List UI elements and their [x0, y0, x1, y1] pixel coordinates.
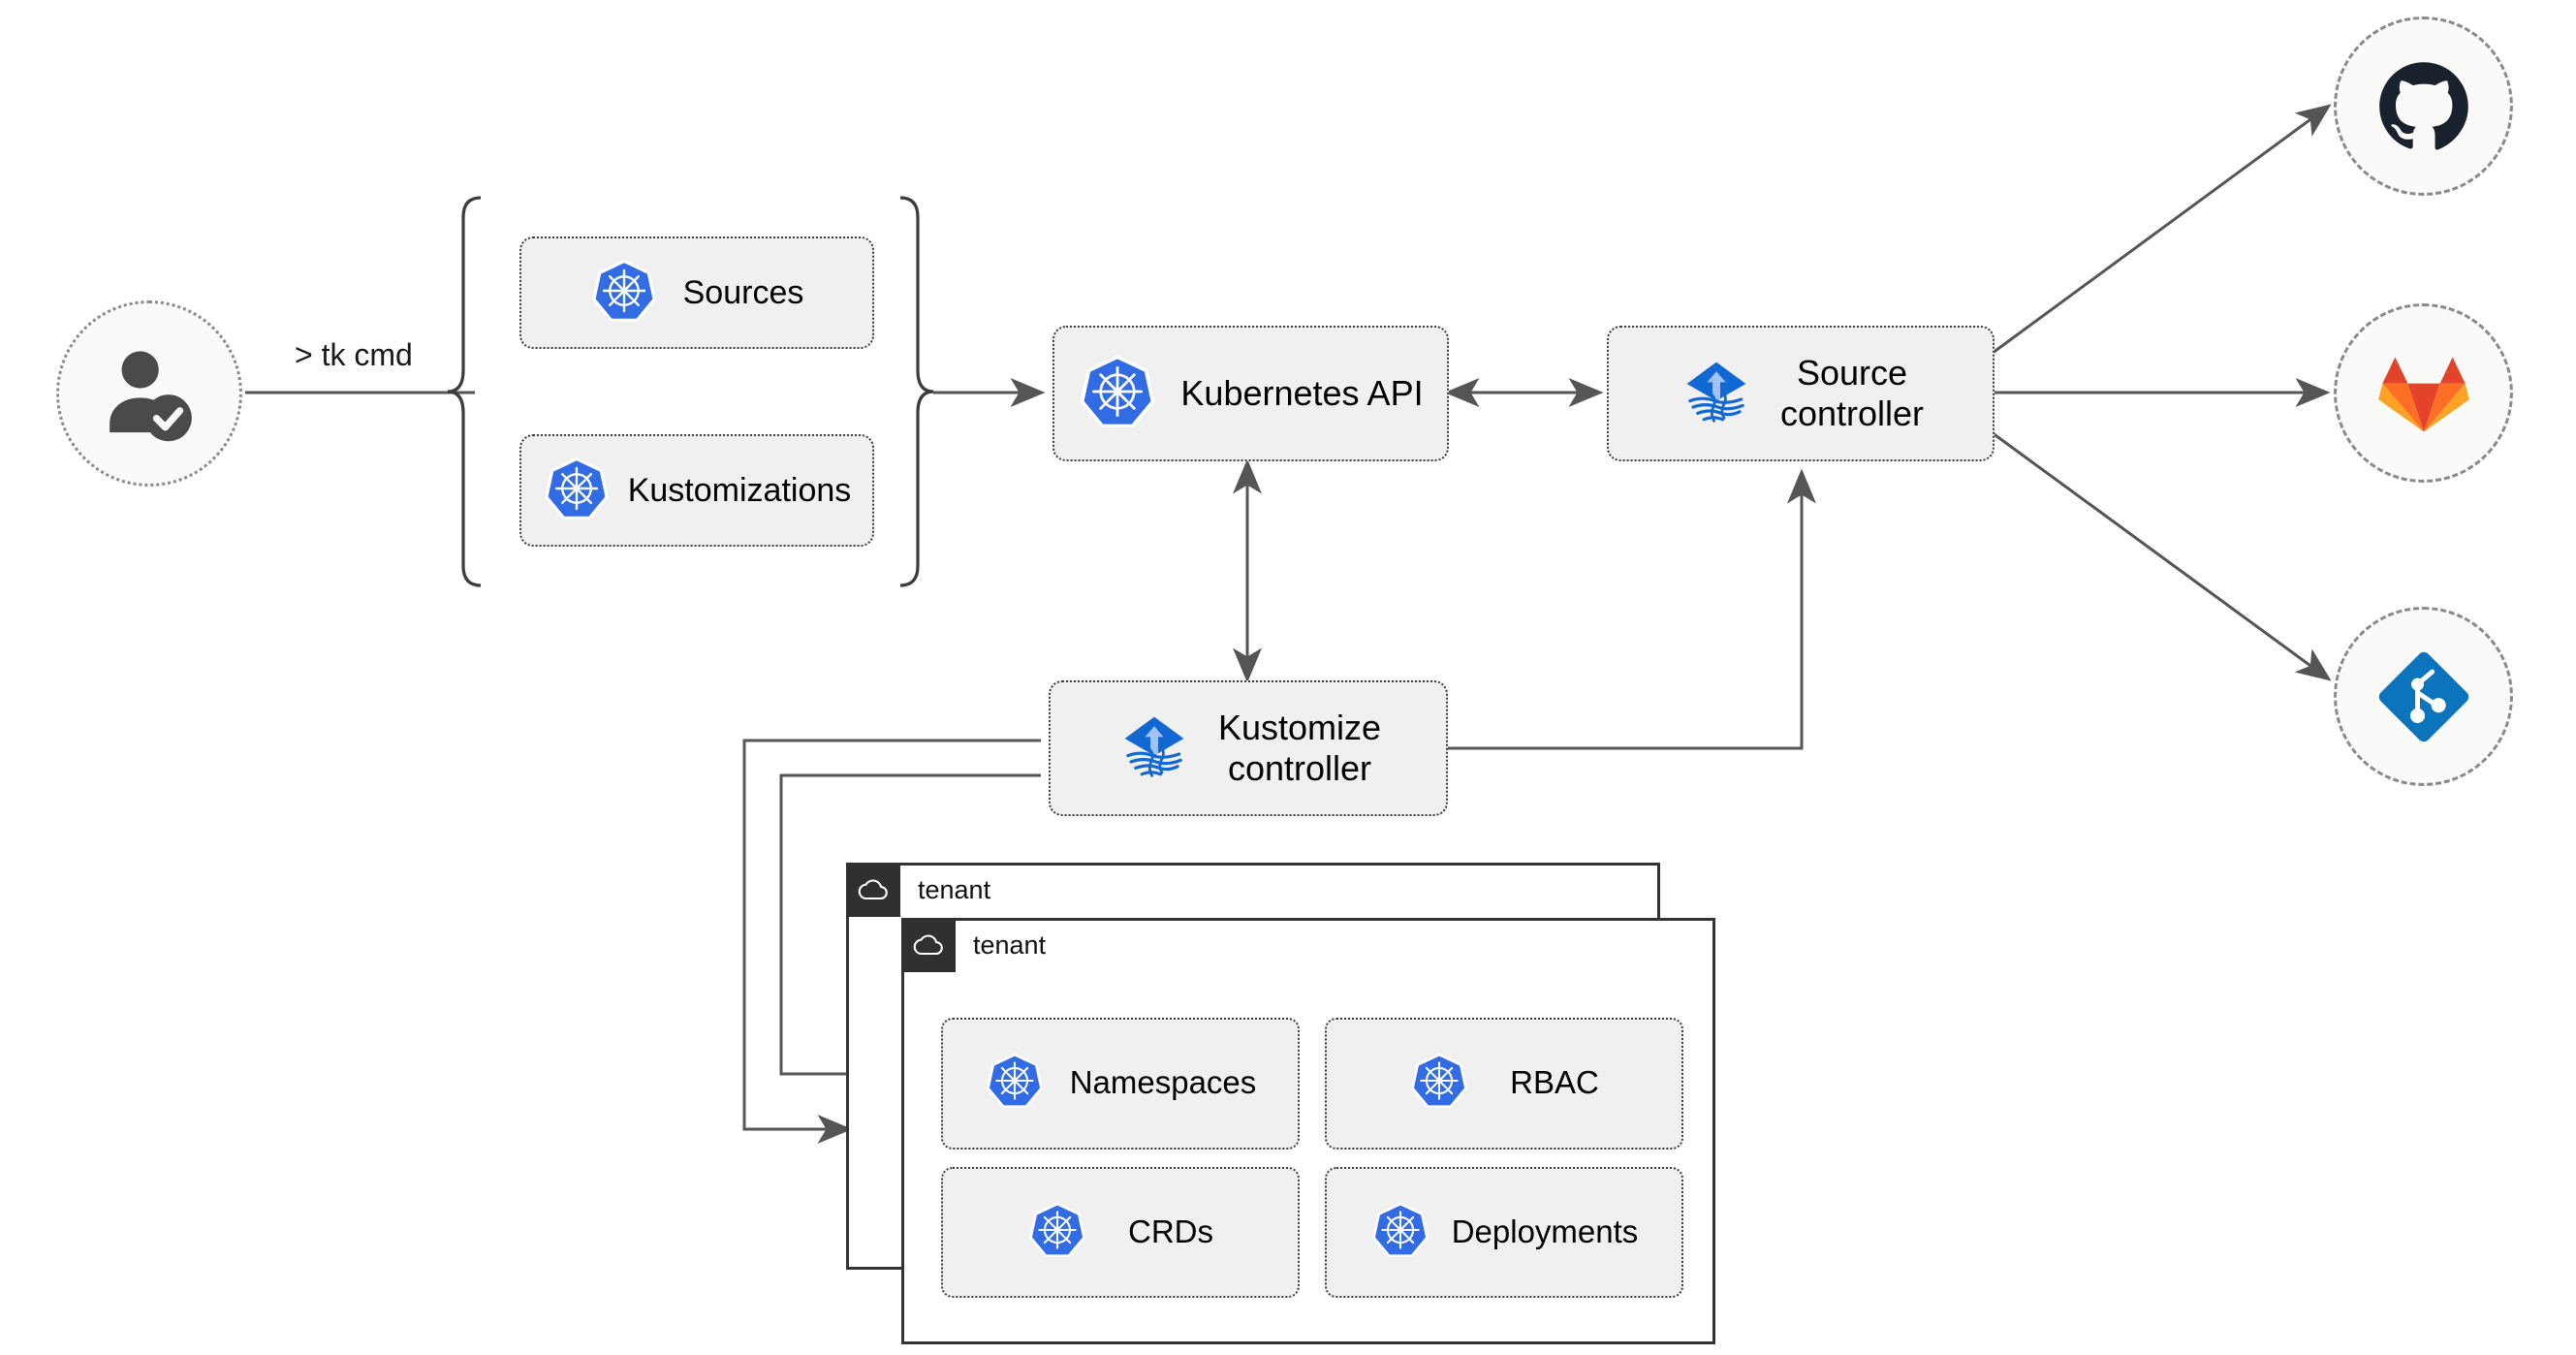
- resource-label: CRDs: [1128, 1213, 1213, 1249]
- resource-label: Kustomizations: [627, 471, 852, 509]
- gitlab-icon: [2377, 357, 2469, 432]
- resource-label: RBAC: [1510, 1064, 1599, 1101]
- tenant-label: tenant: [918, 875, 991, 904]
- flux-icon: [1115, 708, 1193, 790]
- tenant-frame-2[interactable]: tenant: [901, 918, 1715, 1344]
- kubernetes-icon: [1078, 352, 1157, 436]
- edge-source-to-github: [1988, 104, 2332, 358]
- cloud-icon: [846, 863, 900, 917]
- source-controller-node[interactable]: Source controller: [1607, 326, 1995, 461]
- git-repo-icon: [2378, 651, 2468, 741]
- kubernetes-api-node[interactable]: Kubernetes API: [1052, 326, 1449, 461]
- kubernetes-icon: [1409, 1051, 1469, 1116]
- resource-label: Namespaces: [1069, 1064, 1257, 1101]
- kubernetes-icon: [543, 455, 611, 527]
- edge-kustomize-to-source: [1448, 468, 1816, 750]
- resource-label: Deployments: [1451, 1213, 1639, 1249]
- resource-box-sources[interactable]: Sources: [519, 236, 874, 349]
- brace-right: [899, 196, 934, 587]
- provider-git[interactable]: [2334, 607, 2513, 786]
- tenant-header: tenant: [901, 918, 1046, 972]
- command-label: > tk cmd: [291, 337, 417, 373]
- kustomize-controller-node[interactable]: Kustomize controller: [1049, 680, 1448, 816]
- github-icon: [2378, 61, 2468, 150]
- brace-left: [447, 196, 482, 587]
- tenant-resource-crds[interactable]: CRDs: [941, 1166, 1300, 1298]
- tenant-resource-grid: Namespaces: [941, 1018, 1683, 1298]
- kubernetes-icon: [590, 257, 658, 330]
- kubernetes-icon: [1370, 1200, 1430, 1265]
- user-node: [56, 300, 242, 487]
- flux-icon: [1678, 353, 1755, 435]
- edge-source-to-git: [1988, 428, 2332, 681]
- provider-gitlab[interactable]: [2334, 303, 2513, 483]
- resource-box-kustomizations[interactable]: Kustomizations: [519, 434, 874, 547]
- node-label: Kubernetes API: [1180, 372, 1424, 413]
- cloud-icon: [901, 918, 956, 972]
- node-label: Source controller: [1779, 352, 1925, 433]
- tenant-label: tenant: [973, 930, 1047, 960]
- node-label: Kustomize controller: [1217, 707, 1382, 788]
- tenant-header: tenant: [846, 863, 990, 917]
- kubernetes-icon: [1027, 1200, 1087, 1265]
- provider-github[interactable]: [2334, 16, 2513, 196]
- tenant-resource-deployments[interactable]: Deployments: [1325, 1166, 1683, 1298]
- user-check-icon: [110, 351, 192, 442]
- kubernetes-icon: [985, 1051, 1045, 1116]
- resource-label: Sources: [682, 273, 804, 311]
- tenant-resource-namespaces[interactable]: Namespaces: [941, 1018, 1300, 1150]
- tenant-resource-rbac[interactable]: RBAC: [1325, 1018, 1683, 1150]
